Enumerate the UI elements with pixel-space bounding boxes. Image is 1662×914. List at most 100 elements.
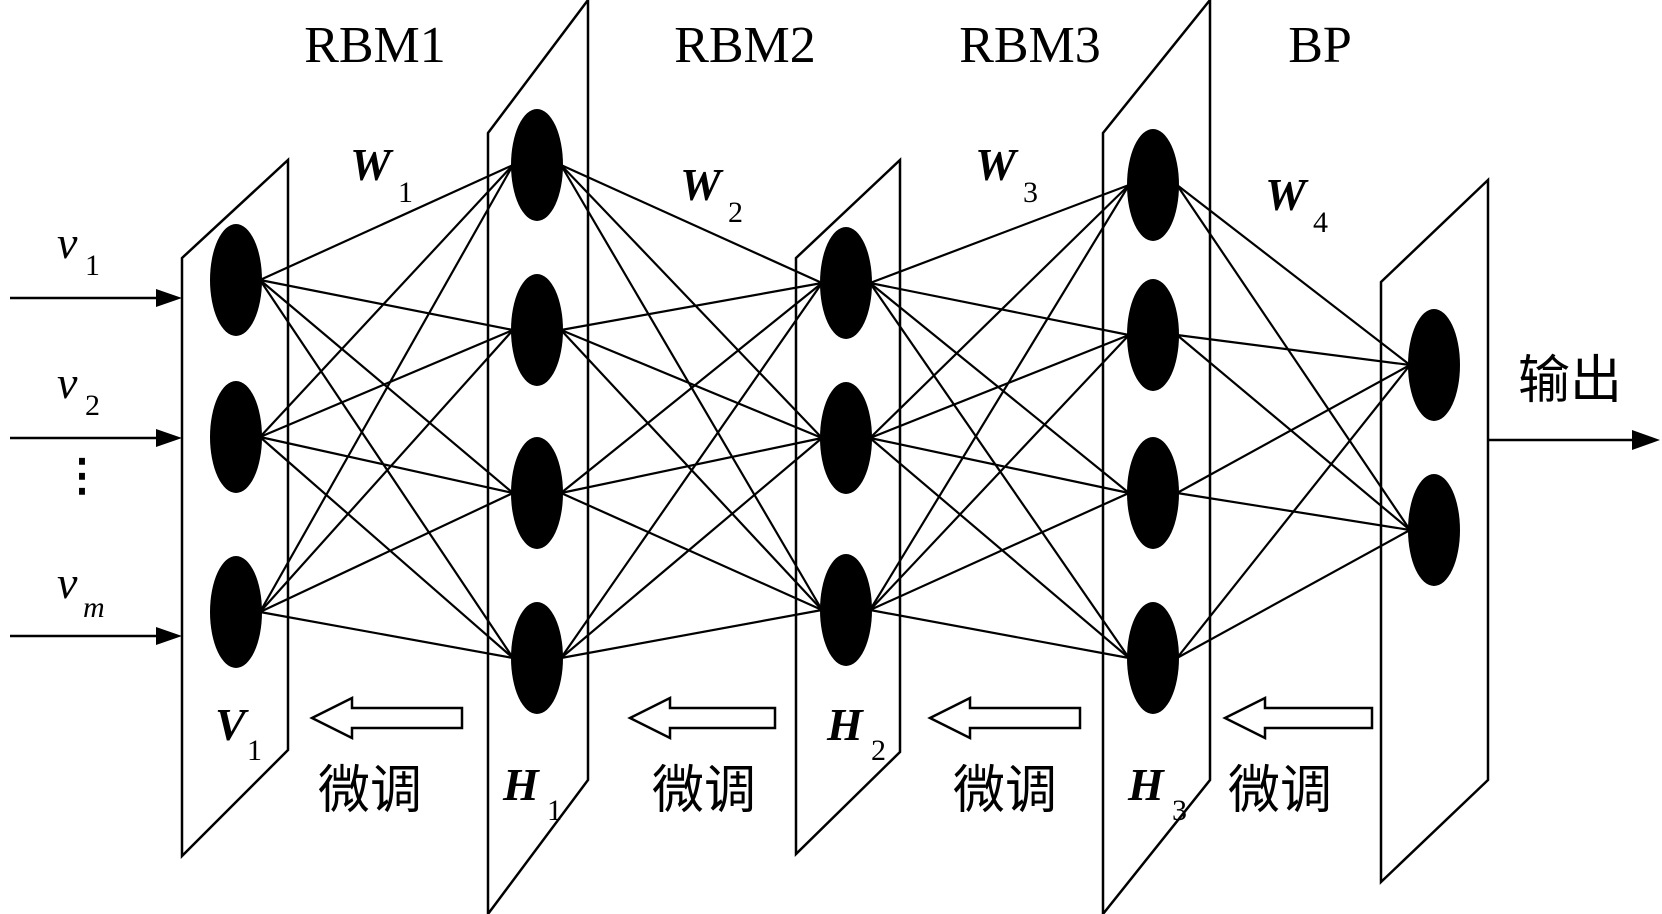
weight-w3: W <box>975 139 1019 190</box>
input-vm-sub: m <box>83 591 105 624</box>
title-bp: BP <box>1288 17 1352 74</box>
neuron-layer4-4 <box>1127 602 1179 714</box>
finetune-arrow-2 <box>627 695 777 741</box>
connection-l2-n1-to-l3-n1 <box>560 163 823 285</box>
weight-w3-sub: 3 <box>1023 176 1038 209</box>
weight-w4: W <box>1265 169 1309 220</box>
connection-l2-n4-to-l3-n3 <box>560 608 823 660</box>
layer-plane-1 <box>180 157 290 860</box>
connection-l2-n3-to-l3-n2 <box>560 436 823 495</box>
connection-l3-n3-to-l4-n3 <box>869 491 1130 612</box>
connection-l3-n2-to-l4-n1 <box>869 184 1130 439</box>
layer-plane-3 <box>794 157 902 857</box>
weight-w1-sub: 1 <box>398 176 413 209</box>
connection-l2-n2-to-l3-n1 <box>560 281 823 332</box>
connection-l2-n1-to-l3-n2 <box>560 164 823 439</box>
connection-l1-n2-to-l2-n1 <box>259 164 514 438</box>
input-v1: v <box>57 217 78 268</box>
connection-l1-n3-to-l2-n4 <box>259 610 514 660</box>
label-h2-sub: 2 <box>871 734 886 767</box>
connection-l3-n2-to-l4-n3 <box>869 436 1130 495</box>
finetune-arrow-1 <box>309 695 464 741</box>
connection-l3-n2-to-l4-n2 <box>869 333 1130 440</box>
connection-l1-n2-to-l2-n4 <box>259 436 514 659</box>
connection-l2-n3-to-l3-n3 <box>560 491 823 612</box>
neuron-layer4-2 <box>1127 279 1179 391</box>
neuron-layer2-1 <box>511 109 563 221</box>
connection-l1-n1-to-l2-n4 <box>259 279 514 659</box>
label-h1-sub: 1 <box>547 794 562 827</box>
neuron-layer3-1 <box>820 227 872 339</box>
neuron-layer3-3 <box>820 554 872 666</box>
connection-l3-n1-to-l4-n4 <box>869 282 1130 659</box>
connection-l3-n1-to-l4-n1 <box>869 183 1130 285</box>
input-v2: v <box>57 357 78 408</box>
connection-l3-n3-to-l4-n2 <box>869 334 1130 611</box>
finetune-label-3: 微调 <box>953 761 1057 821</box>
connection-l1-n2-to-l2-n2 <box>259 328 514 439</box>
weight-w2: W <box>680 159 724 210</box>
neuron-layer3-2 <box>820 382 872 494</box>
finetune-arrow-4 <box>1222 695 1374 741</box>
title-rbm1: RBM1 <box>304 17 446 74</box>
input-ellipsis: ⋮ <box>60 451 104 500</box>
label-h3-sub: 3 <box>1172 794 1187 827</box>
label-h2: H <box>826 699 864 750</box>
output-label: 输出 <box>1518 351 1622 411</box>
weight-w1: W <box>350 139 394 190</box>
connection-l2-n2-to-l3-n2 <box>560 328 823 440</box>
label-h3: H <box>1127 759 1165 810</box>
connection-l4-n4-to-l5-n1 <box>1176 364 1411 659</box>
connection-l3-n1-to-l4-n2 <box>869 281 1130 337</box>
neuron-layer2-2 <box>511 274 563 386</box>
neuron-layer1-3 <box>210 556 262 668</box>
finetune-arrow-3 <box>927 695 1082 741</box>
finetune-label-1: 微调 <box>318 761 422 821</box>
connection-l1-n2-to-l2-n3 <box>259 435 514 495</box>
title-rbm3: RBM3 <box>959 17 1101 74</box>
neuron-layer4-1 <box>1127 129 1179 241</box>
input-arrowhead-3 <box>156 627 182 645</box>
connection-l3-n3-to-l4-n4 <box>869 608 1130 660</box>
neuron-layer1-1 <box>210 224 262 336</box>
connection-l2-n4-to-l3-n2 <box>560 437 823 659</box>
connection-l4-n1-to-l5-n2 <box>1176 184 1411 531</box>
neuron-layer1-2 <box>210 381 262 493</box>
neuron-layer4-3 <box>1127 437 1179 549</box>
neuron-layer5-2 <box>1408 474 1460 586</box>
weight-w4-sub: 4 <box>1313 206 1328 239</box>
output-arrowhead <box>1632 430 1660 450</box>
connection-l4-n4-to-l5-n2 <box>1176 529 1411 659</box>
connection-l3-n3-to-l4-n1 <box>869 184 1130 611</box>
connection-l4-n3-to-l5-n1 <box>1176 364 1411 494</box>
connection-l1-n3-to-l2-n1 <box>259 164 514 613</box>
label-v1-sub: 1 <box>247 734 262 767</box>
neuron-layer2-4 <box>511 602 563 714</box>
neuron-layer2-3 <box>511 437 563 549</box>
connection-l1-n3-to-l2-n2 <box>259 329 514 613</box>
input-vm: v <box>57 557 78 608</box>
title-rbm2: RBM2 <box>674 17 816 74</box>
connection-l4-n1-to-l5-n1 <box>1176 184 1411 366</box>
connection-l3-n1-to-l4-n3 <box>869 282 1130 494</box>
connection-l1-n3-to-l2-n3 <box>259 492 514 613</box>
finetune-label-2: 微调 <box>652 761 756 821</box>
connection-l4-n2-to-l5-n1 <box>1176 333 1411 367</box>
finetune-label-4: 微调 <box>1228 761 1332 821</box>
connection-l2-n3-to-l3-n1 <box>560 282 823 494</box>
weight-w2-sub: 2 <box>728 196 743 229</box>
connection-l2-n4-to-l3-n1 <box>560 282 823 659</box>
input-v1-sub: 1 <box>85 249 100 282</box>
connection-l3-n2-to-l4-n4 <box>869 437 1130 659</box>
connection-l1-n1-to-l2-n1 <box>259 163 514 282</box>
connection-l4-n2-to-l5-n2 <box>1176 334 1411 531</box>
neuron-layer5-1 <box>1408 309 1460 421</box>
connection-l1-n1-to-l2-n2 <box>259 278 514 332</box>
label-v1: V <box>215 699 249 750</box>
input-arrowhead-2 <box>156 429 182 447</box>
input-v2-sub: 2 <box>85 389 100 422</box>
input-arrowhead-1 <box>156 289 182 307</box>
label-h1: H <box>502 759 540 810</box>
